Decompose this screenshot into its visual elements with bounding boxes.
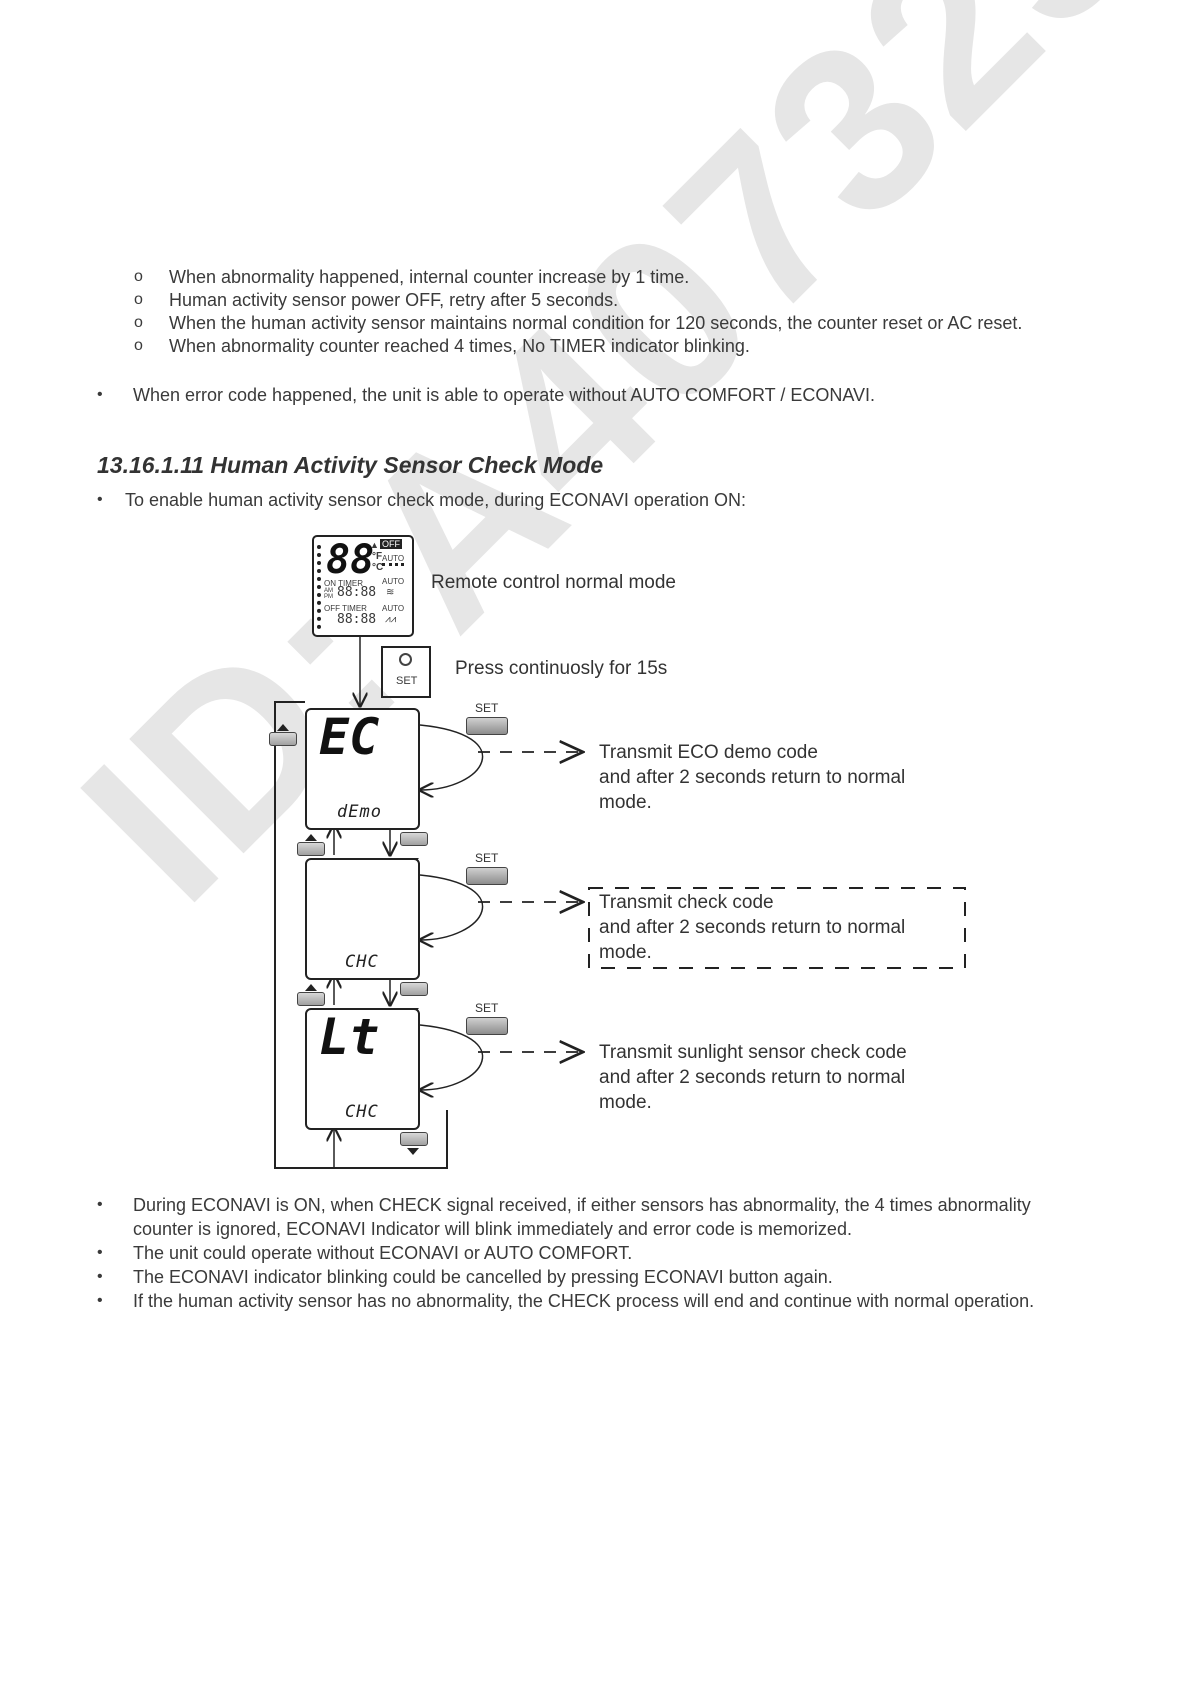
off-timer-time: 88:88	[337, 612, 377, 627]
bullet-text: During ECONAVI is ON, when CHECK signal …	[133, 1195, 1031, 1215]
transmit-line: Transmit sunlight sensor check code	[599, 1042, 907, 1063]
bullet-text: The unit could operate without ECONAVI o…	[133, 1243, 633, 1263]
circle-bullet-icon: o	[134, 314, 143, 331]
screen-big-code: Lt	[319, 1008, 380, 1066]
transmit-line: mode.	[599, 1092, 652, 1113]
transmit-line: Transmit ECO demo code	[599, 742, 818, 763]
circle-bullet-icon: o	[134, 337, 143, 354]
sub-list-text: Human activity sensor power OFF, retry a…	[169, 290, 619, 310]
bullet-text: To enable human activity sensor check mo…	[125, 490, 746, 510]
screen-big-code: EC	[319, 708, 380, 766]
transmit-line: and after 2 seconds return to normal	[599, 917, 906, 938]
fahrenheit-indicator: °F	[372, 551, 383, 562]
up-button[interactable]	[297, 842, 325, 856]
auto-swing-indicator: AUTO	[382, 577, 405, 586]
auto-fan-indicator: AUTO	[382, 554, 405, 563]
swing-vane-icon: ≋	[386, 587, 395, 598]
up-triangle-icon: ▲	[370, 540, 379, 550]
set-button[interactable]	[466, 1017, 508, 1035]
sub-list-text: When abnormality counter reached 4 times…	[169, 336, 750, 356]
down-button[interactable]	[400, 982, 428, 996]
bullet-text: If the human activity sensor has no abno…	[133, 1291, 1035, 1311]
screen-small-code: dEmo	[337, 802, 382, 822]
celsius-indicator: °C	[372, 562, 384, 573]
bullet-dot-icon: •	[97, 1244, 103, 1261]
screen-small-code: CHC	[345, 952, 379, 972]
fan-bars-icon	[382, 563, 404, 570]
set-button[interactable]	[466, 867, 508, 885]
on-timer-indicator: ON TIMER	[324, 579, 363, 588]
section-heading: 13.16.1.11 Human Activity Sensor Check M…	[97, 452, 604, 478]
transmit-check-label: Transmit check code and after 2 seconds …	[599, 890, 905, 965]
off-indicator: OFF	[380, 539, 402, 549]
circle-bullet-icon: o	[134, 268, 143, 285]
transmit-line: mode.	[599, 792, 652, 813]
circle-bullet-icon: o	[134, 291, 143, 308]
bullet-text: The ECONAVI indicator blinking could be …	[133, 1267, 833, 1287]
bullet-dot-icon: •	[97, 1268, 103, 1285]
set-button-label: SET	[475, 851, 499, 865]
transmit-line: mode.	[599, 942, 652, 963]
bullet-dot-icon: •	[97, 1196, 103, 1213]
set-key[interactable]: SET	[381, 646, 431, 698]
transmit-sunlight-label: Transmit sunlight sensor check code and …	[599, 1040, 907, 1115]
transmit-line: and after 2 seconds return to normal	[599, 1067, 906, 1088]
lcd-screen-eco-demo: EC dEmo	[305, 708, 420, 830]
remote-normal-mode-label: Remote control normal mode	[431, 572, 676, 593]
temperature-digits: 88	[326, 537, 375, 583]
set-key-circle-icon	[399, 653, 412, 666]
set-button-label: SET	[475, 1001, 499, 1015]
lcd-screen-sunlight-check: Lt CHC	[305, 1008, 420, 1130]
sub-list-text: When the human activity sensor maintains…	[169, 313, 1023, 333]
up-button[interactable]	[269, 732, 297, 746]
off-timer-indicator: OFF TIMER	[324, 604, 367, 613]
bullet-text: counter is ignored, ECONAVI Indicator wi…	[133, 1219, 852, 1239]
down-button[interactable]	[400, 1132, 428, 1146]
up-button[interactable]	[297, 992, 325, 1006]
bullet-dot-icon: •	[97, 1292, 103, 1309]
auto-vertical-indicator: AUTO	[382, 604, 405, 613]
bullet-dot-icon: •	[97, 386, 103, 403]
bullet-dot-icon: •	[97, 491, 103, 508]
transmit-line: Transmit check code	[599, 892, 774, 913]
sub-list-text: When abnormality happened, internal coun…	[169, 267, 690, 287]
on-timer-time: 88:88	[337, 585, 377, 600]
set-key-label: SET	[396, 675, 418, 687]
set-button[interactable]	[466, 717, 508, 735]
transmit-eco-label: Transmit ECO demo code and after 2 secon…	[599, 740, 905, 815]
down-button[interactable]	[400, 832, 428, 846]
press-instruction-label: Press continuosly for 15s	[455, 658, 668, 679]
bullet-text: When error code happened, the unit is ab…	[133, 385, 876, 405]
lcd-side-marks	[317, 545, 325, 629]
lcd-screen-check: CHC	[305, 858, 420, 980]
transmit-line: and after 2 seconds return to normal	[599, 767, 906, 788]
vane-icon: ⩘⩘	[385, 614, 397, 625]
screen-small-code: CHC	[345, 1102, 379, 1122]
set-button-label: SET	[475, 701, 499, 715]
